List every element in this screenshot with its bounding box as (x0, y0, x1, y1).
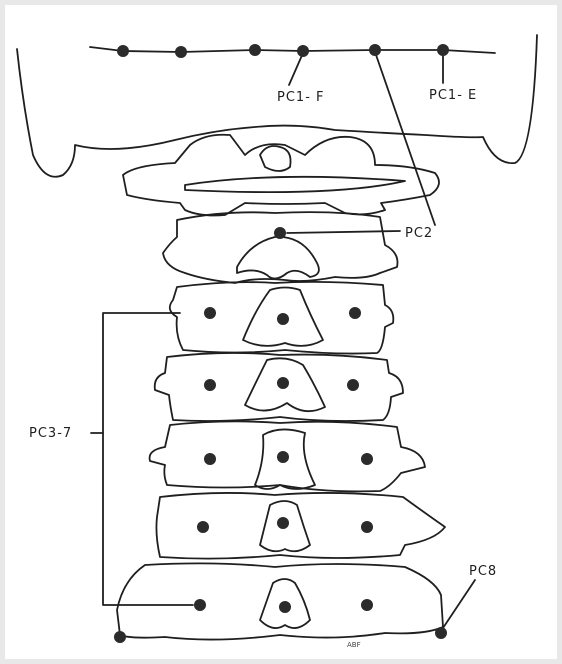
label-pc1-f: PC1- F (277, 90, 325, 105)
pc1-point (117, 45, 129, 57)
c7-spinous-process (259, 578, 311, 629)
c3-vertebra (168, 280, 395, 355)
pc4-left-point (204, 379, 216, 391)
pc1-point (175, 46, 187, 58)
label-pc3-7: PC3-7 (29, 426, 72, 441)
cervical-spine-diagram: PC1- F PC1- E PC2 PC3-7 PC8 ABF (16, 34, 538, 649)
skull-base-outline (16, 34, 538, 178)
c2-spinous-process (236, 236, 320, 280)
atlas-odontoid (259, 145, 292, 172)
pc8-left-point (114, 631, 126, 643)
c2-vertebra (162, 211, 399, 284)
pc1-f-point (297, 45, 309, 57)
atlas-transverse-bar (184, 175, 406, 194)
pc1-line (89, 46, 496, 54)
pc1-point (249, 44, 261, 56)
c3-spinous-process (242, 286, 324, 347)
pc2-leader-upper (374, 51, 436, 226)
c4-spinous-process (244, 357, 326, 413)
pc7-mid-point (279, 601, 291, 613)
pc6-left-point (197, 521, 209, 533)
c6-spinous-process (259, 500, 311, 553)
c4-vertebra (153, 352, 404, 422)
pc1-point (369, 44, 381, 56)
pc2-leader (286, 230, 401, 234)
c6-vertebra (155, 492, 446, 560)
pc3-mid-point (277, 313, 289, 325)
pc3-7-bracket (102, 312, 194, 606)
pc7-left-point (194, 599, 206, 611)
c7-vertebra (116, 562, 444, 641)
pc5-mid-point (277, 451, 289, 463)
pc8-right-point (435, 627, 447, 639)
pc4-right-point (347, 379, 359, 391)
pc1-f-leader (288, 52, 304, 86)
pc7-right-point (361, 599, 373, 611)
pc5-left-point (204, 453, 216, 465)
pc6-mid-point (277, 517, 289, 529)
pc1-e-point (437, 44, 449, 56)
pc8-leader (440, 579, 476, 632)
pc4-mid-point (277, 377, 289, 389)
label-pc8: PC8 (469, 564, 497, 579)
artist-signature: ABF (347, 641, 361, 649)
pc2-point (274, 227, 286, 239)
label-pc2: PC2 (405, 226, 433, 241)
c5-spinous-process (254, 428, 316, 490)
pc3-right-point (349, 307, 361, 319)
palpation-points (114, 44, 449, 643)
atlas-vertebra (122, 133, 440, 217)
pc5-right-point (361, 453, 373, 465)
label-pc1-e: PC1- E (429, 88, 477, 103)
c5-vertebra (148, 420, 426, 493)
pc3-left-point (204, 307, 216, 319)
pc6-right-point (361, 521, 373, 533)
